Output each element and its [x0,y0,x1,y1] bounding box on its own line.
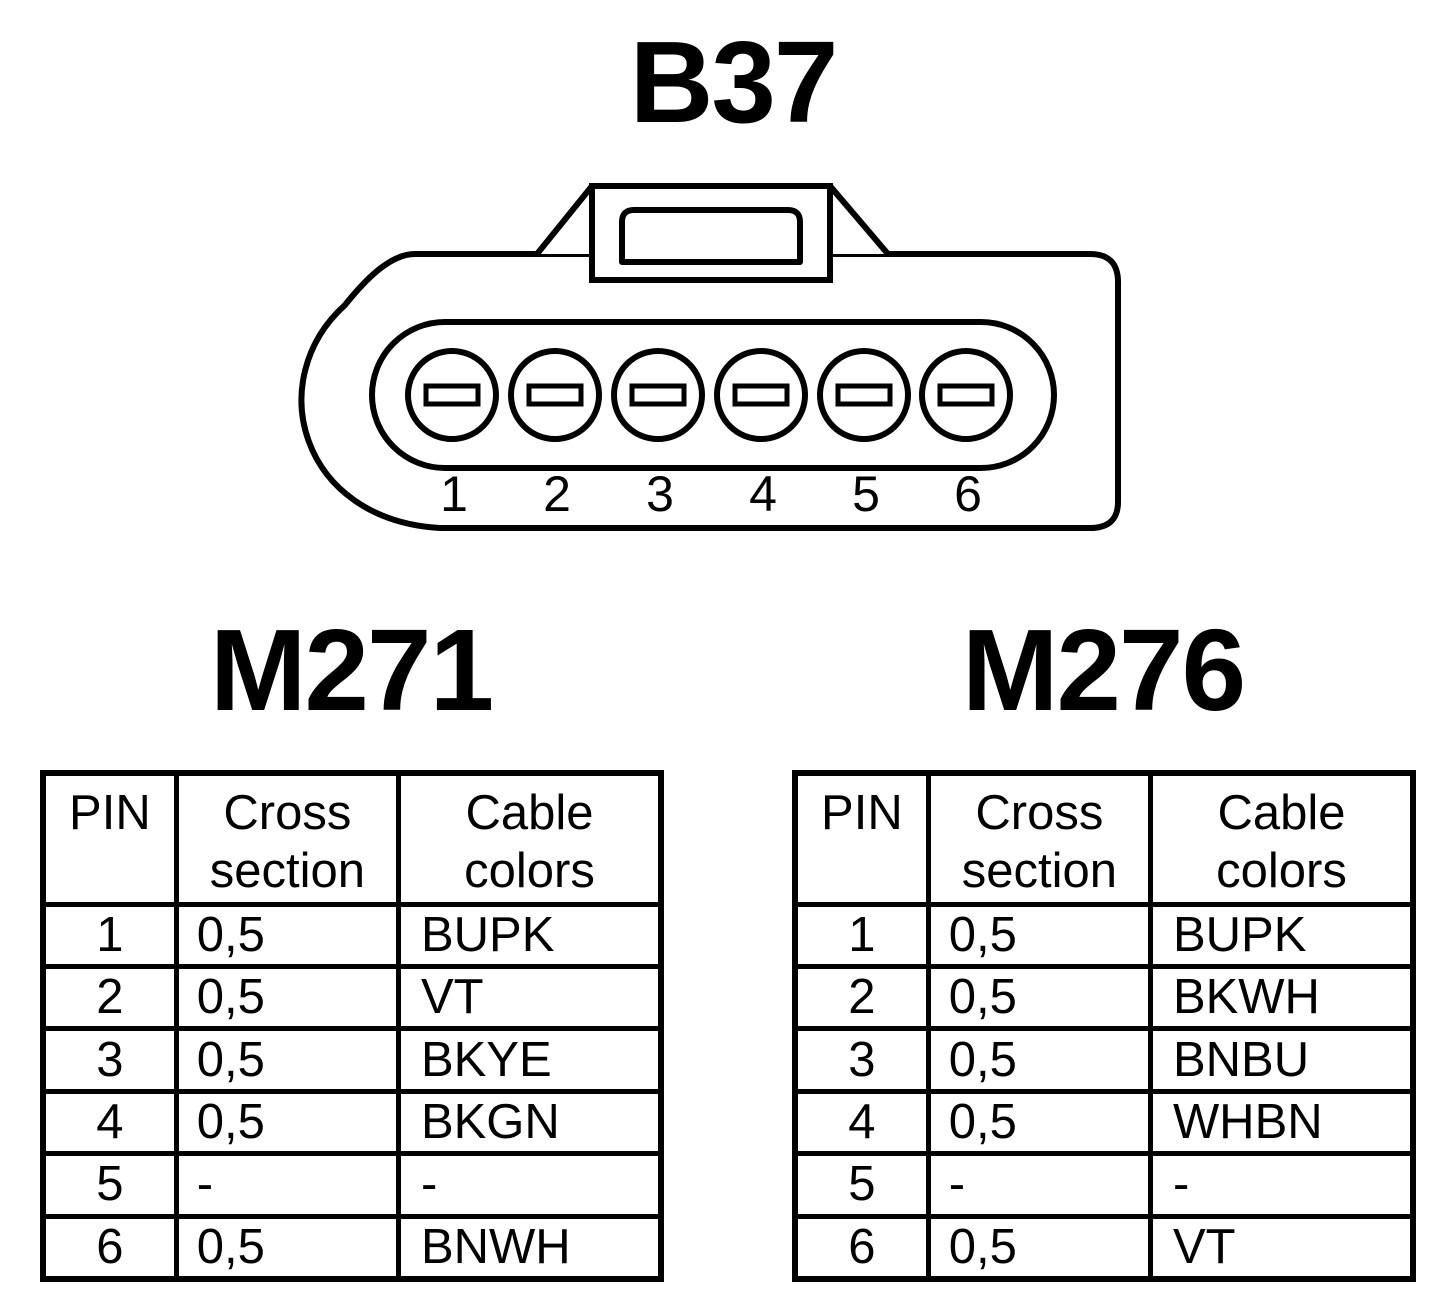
cell-pin: 5 [43,1153,179,1219]
cell-cross-section: 0,5 [928,1028,1153,1094]
cell-pin: 2 [43,966,179,1032]
lock-tab-window [619,207,803,265]
cell-cable-color: BUPK [1150,904,1413,969]
cell-cable-color: - [398,1153,661,1219]
cell-cable-color: BUPK [398,904,661,969]
pin-contact [629,383,687,407]
cell-pin: 3 [795,1028,931,1094]
pin-number-label: 6 [954,466,982,522]
pin-contact [732,383,790,407]
cell-cable-color: BNWH [420,1219,571,1274]
pin-contact [526,383,584,407]
cell-cable-color: WHBN [1150,1091,1413,1157]
cell-pin: 1 [43,904,179,969]
cell-cross-section: 0,5 [176,1028,401,1094]
header-pin: PIN [43,773,179,907]
cell-pin: 6 [43,1216,179,1279]
pin-labels: 1 2 3 4 5 6 [440,466,982,522]
cell-pin: 4 [43,1091,179,1157]
cell-cable-color: - [1150,1153,1413,1219]
cell-pin: 2 [795,966,931,1032]
cell-cross-section: 0,5 [176,966,401,1032]
pin-contact [835,383,893,407]
cell-pin: 3 [43,1028,179,1094]
cell-cross-section: - [928,1153,1153,1219]
cell-cross-section: 0,5 [928,904,1153,969]
pins-group [405,348,1013,442]
cell-cross-section: 0,5 [928,1091,1153,1157]
cell-pin: 5 [795,1153,931,1219]
cell-cable-color: BNBU [1150,1028,1413,1094]
cell-cable-color: BKYE [398,1028,661,1094]
connector-title: B37 [629,17,839,147]
cell-cable-color: BKGN [398,1091,661,1157]
cell-cross-section: 0,5 [176,1091,401,1157]
cell-cable-color: VT [398,966,661,1032]
cell-pin: 4 [795,1091,931,1157]
cell-cross-section: 0,5 [928,966,1153,1032]
cell-cross-section: 0,5 [928,1216,1153,1279]
pin-contact [423,383,481,407]
cell-cross-section: - [176,1153,401,1219]
table-title-m271: M271 [209,605,494,735]
cell-pin: 6 [795,1216,931,1279]
pin-number-label: 4 [749,466,777,522]
header-pin: PIN [795,773,931,907]
pin-number-label: 2 [543,466,571,522]
cell-cross-section: 0,5 [176,904,401,969]
cell-cross-section: 0,5 [176,1216,401,1279]
connector-drawing: 1 2 3 4 5 6 [298,183,1121,531]
pin-number-label: 5 [852,466,880,522]
cell-cable-color: BKWH [1150,966,1413,1032]
table-title-m276: M276 [961,605,1246,735]
cell-pin: 1 [795,904,931,969]
pin-number-label: 1 [440,466,468,522]
table-row: 5-- [795,1153,1413,1219]
cell-cable-color: VT [1172,1219,1236,1274]
pin-number-label: 3 [646,466,674,522]
table-row: 5-- [43,1153,661,1219]
pin-contact [937,383,995,407]
